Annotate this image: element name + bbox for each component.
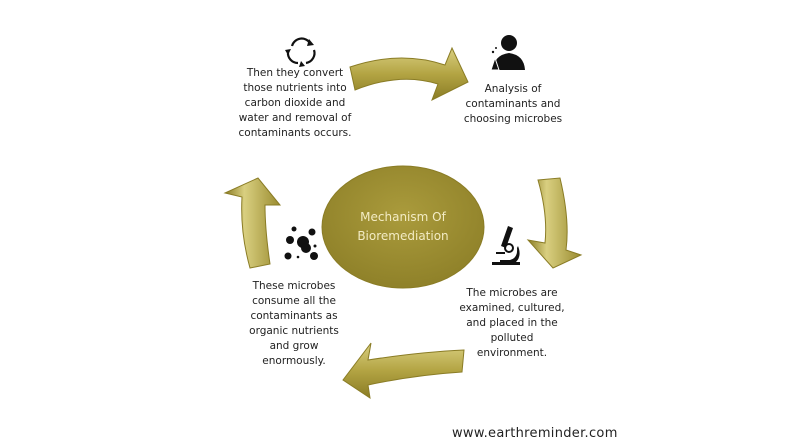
arrow-bottom <box>342 342 465 400</box>
step-convert-text: Then they convert those nutrients into c… <box>238 67 352 139</box>
center-ellipse <box>321 165 485 289</box>
center-title: Mechanism Of Bioremediation <box>323 167 483 287</box>
arrow-right <box>526 177 583 269</box>
recycle-icon <box>285 37 316 67</box>
center-title-line2: Bioremediation <box>357 229 449 243</box>
watermark: www.earthreminder.com <box>452 426 618 441</box>
step-analysis-text: Analysis of contaminants and choosing mi… <box>463 83 563 125</box>
arrow-top <box>349 46 469 102</box>
center-title-line1: Mechanism Of <box>360 210 446 224</box>
microscope-icon <box>492 226 520 265</box>
step-culture-text: The microbes are examined, cultured, and… <box>459 287 565 359</box>
scientist-icon <box>490 35 525 71</box>
step-consume-text: These microbes consume all the contamina… <box>249 280 339 367</box>
arrow-left <box>223 177 282 269</box>
microbes-icon <box>284 226 318 260</box>
